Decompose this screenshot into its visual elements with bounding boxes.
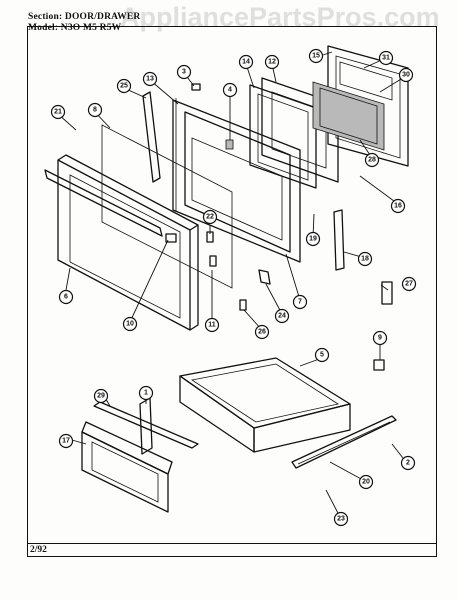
svg-text:10: 10: [126, 321, 134, 328]
callout-1: 1: [138, 385, 154, 401]
svg-text:8: 8: [93, 107, 97, 114]
outer-door-panel: [57, 154, 199, 331]
revision-date: 2/92: [30, 545, 47, 555]
svg-text:12: 12: [268, 59, 276, 66]
callout-15: 15: [308, 48, 324, 64]
callout-2: 2: [400, 455, 416, 471]
inner-door-frame: [172, 98, 301, 263]
callout-5: 5: [314, 347, 330, 363]
svg-text:4: 4: [228, 87, 232, 94]
svg-text:3: 3: [182, 69, 186, 76]
svg-text:26: 26: [258, 329, 266, 336]
model-title: Model: N3O M5 R5W: [28, 23, 122, 33]
svg-text:25: 25: [120, 83, 128, 90]
door-glass: [101, 124, 233, 289]
callout-7: 7: [292, 294, 308, 310]
callout-31: 31: [378, 50, 394, 66]
callout-19: 19: [305, 231, 321, 247]
svg-text:17: 17: [62, 438, 70, 445]
svg-text:20: 20: [362, 479, 370, 486]
callout-25: 25: [116, 78, 132, 94]
svg-text:13: 13: [146, 76, 154, 83]
svg-text:22: 22: [206, 214, 214, 221]
callout-8: 8: [87, 102, 103, 118]
hinge-bracket: [333, 209, 345, 271]
callout-13: 13: [142, 71, 158, 87]
insulation-pad: [312, 81, 385, 151]
callout-4: 4: [222, 82, 238, 98]
drawer-box: [179, 357, 351, 453]
inner-glass-frame: [249, 84, 317, 189]
callout-22: 22: [202, 209, 218, 225]
leader-lines: [57, 51, 407, 518]
svg-text:16: 16: [394, 203, 402, 210]
svg-text:23: 23: [337, 516, 345, 523]
svg-text:29: 29: [97, 393, 105, 400]
glass-liner: [339, 61, 393, 101]
svg-text:30: 30: [402, 72, 410, 79]
callout-10: 10: [122, 316, 138, 332]
small-hardware: [165, 83, 393, 371]
svg-text:14: 14: [242, 59, 250, 66]
svg-text:18: 18: [361, 256, 369, 263]
svg-text:21: 21: [54, 109, 62, 116]
callout-23: 23: [333, 511, 349, 527]
callout-28: 28: [364, 152, 380, 168]
callout-11: 11: [204, 317, 220, 333]
callout-9: 9: [372, 330, 388, 346]
footer-rule: [28, 543, 436, 544]
callout-24: 24: [274, 308, 290, 324]
svg-text:2: 2: [406, 460, 410, 467]
svg-text:11: 11: [208, 322, 216, 329]
callout-20: 20: [358, 474, 374, 490]
drawer-front-panel: [81, 421, 173, 513]
callout-3: 3: [176, 64, 192, 80]
svg-text:31: 31: [382, 55, 390, 62]
svg-text:24: 24: [278, 313, 286, 320]
callout-16: 16: [390, 198, 406, 214]
svg-text:1: 1: [144, 390, 148, 397]
section-title: Section: DOOR/DRAWER: [28, 12, 141, 22]
callout-30: 30: [398, 67, 414, 83]
svg-text:9: 9: [378, 335, 382, 342]
door-handle: [44, 169, 163, 237]
door-trim-strip: [142, 91, 161, 183]
svg-text:5: 5: [320, 352, 324, 359]
callout-29: 29: [93, 388, 109, 404]
svg-text:28: 28: [368, 157, 376, 164]
drawer-rail: [291, 415, 397, 469]
callout-17: 17: [58, 433, 74, 449]
svg-text:15: 15: [312, 53, 320, 60]
svg-text:7: 7: [298, 299, 302, 306]
svg-text:27: 27: [405, 281, 413, 288]
svg-text:19: 19: [309, 236, 317, 243]
watermark: AppliancePartsPros.com: [120, 2, 440, 32]
callout-12: 12: [264, 54, 280, 70]
diagram-frame: [27, 26, 437, 557]
callout-21: 21: [50, 104, 66, 120]
svg-text:6: 6: [64, 294, 68, 301]
callout-27: 27: [401, 276, 417, 292]
callout-26: 26: [254, 324, 270, 340]
callout-14: 14: [238, 54, 254, 70]
callout-6: 6: [58, 289, 74, 305]
callout-18: 18: [357, 251, 373, 267]
